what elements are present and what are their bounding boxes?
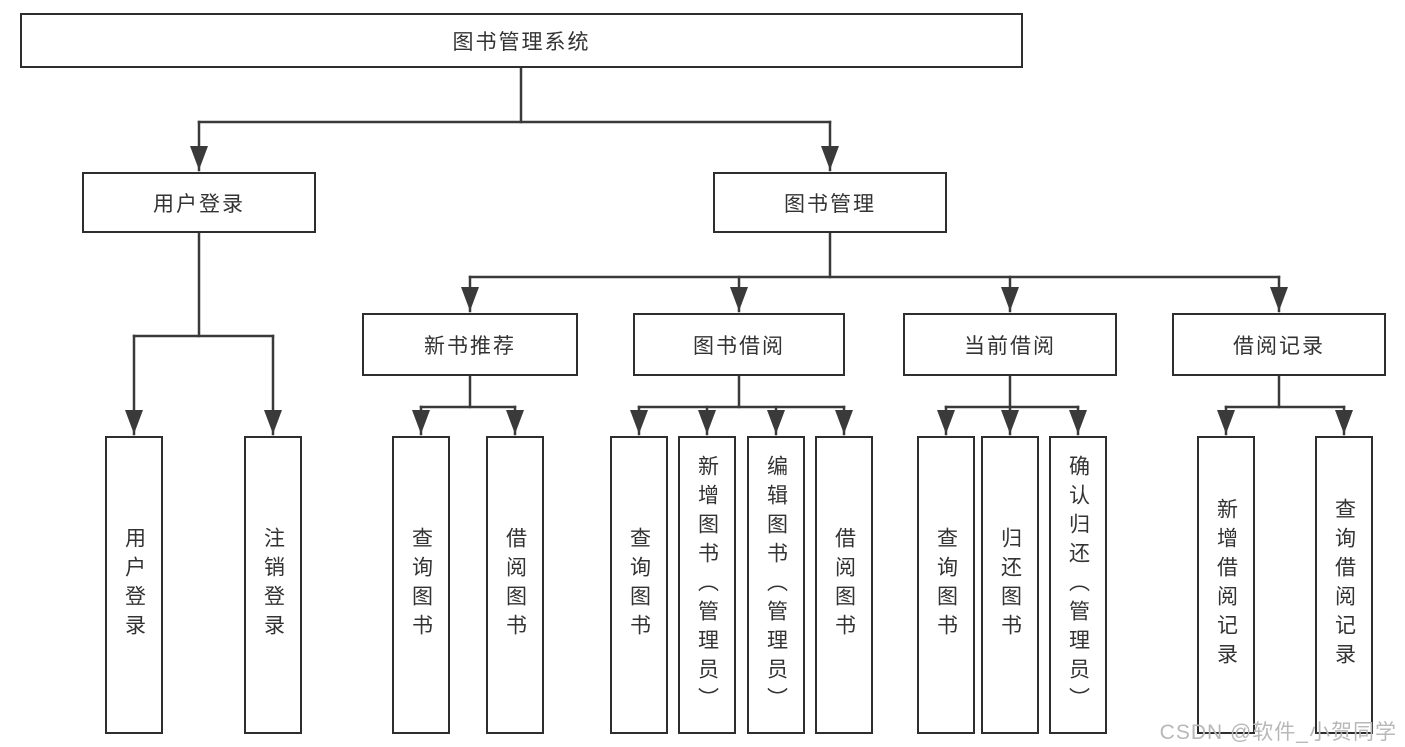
leaf-add-books-admin-label: 新增图书（管理员） (695, 454, 719, 716)
node-system-root: 图书管理系统 (20, 13, 1023, 68)
leaf-borrow-query-books-label: 查询图书 (627, 527, 651, 643)
node-current-borrowing-label: 当前借阅 (964, 334, 1056, 358)
node-system-root-label: 图书管理系统 (452, 30, 591, 54)
csdn-watermark: CSDN @软件_小贺同学 (1159, 721, 1397, 744)
leaf-borrow-books: 借阅图书 (815, 436, 873, 734)
node-book-borrowing: 图书借阅 (633, 313, 845, 376)
leaf-query-borrow-record: 查询借阅记录 (1315, 436, 1373, 734)
node-new-book-recommendation-label: 新书推荐 (424, 334, 516, 358)
node-user-login: 用户登录 (82, 172, 316, 233)
leaf-recommend-borrow-books: 借阅图书 (486, 436, 544, 734)
leaf-user-login-label: 用户登录 (122, 527, 146, 643)
node-user-login-label: 用户登录 (153, 192, 245, 216)
node-book-management-label: 图书管理 (784, 192, 876, 216)
leaf-edit-books-admin: 编辑图书（管理员） (747, 436, 805, 734)
leaf-current-query-books-label: 查询图书 (934, 527, 958, 643)
node-borrowing-records-label: 借阅记录 (1233, 334, 1325, 358)
leaf-confirm-return-admin-label: 确认归还（管理员） (1066, 454, 1090, 716)
leaf-recommend-query-books: 查询图书 (392, 436, 450, 734)
leaf-current-query-books: 查询图书 (917, 436, 975, 734)
leaf-logout-label: 注销登录 (261, 527, 285, 643)
leaf-user-login: 用户登录 (105, 436, 163, 734)
leaf-confirm-return-admin: 确认归还（管理员） (1049, 436, 1107, 734)
leaf-edit-books-admin-label: 编辑图书（管理员） (764, 454, 788, 716)
node-book-management: 图书管理 (713, 172, 947, 233)
leaf-return-books-label: 归还图书 (998, 527, 1022, 643)
node-new-book-recommendation: 新书推荐 (362, 313, 578, 376)
leaf-add-books-admin: 新增图书（管理员） (678, 436, 736, 734)
leaf-return-books: 归还图书 (981, 436, 1039, 734)
leaf-add-borrow-record-label: 新增借阅记录 (1214, 498, 1238, 672)
leaf-add-borrow-record: 新增借阅记录 (1197, 436, 1255, 734)
node-book-borrowing-label: 图书借阅 (693, 334, 785, 358)
leaf-recommend-borrow-books-label: 借阅图书 (503, 527, 527, 643)
leaf-borrow-books-label: 借阅图书 (832, 527, 856, 643)
leaf-query-borrow-record-label: 查询借阅记录 (1332, 498, 1356, 672)
leaf-logout: 注销登录 (244, 436, 302, 734)
node-borrowing-records: 借阅记录 (1172, 313, 1386, 376)
leaf-recommend-query-books-label: 查询图书 (409, 527, 433, 643)
leaf-borrow-query-books: 查询图书 (610, 436, 668, 734)
node-current-borrowing: 当前借阅 (903, 313, 1117, 376)
